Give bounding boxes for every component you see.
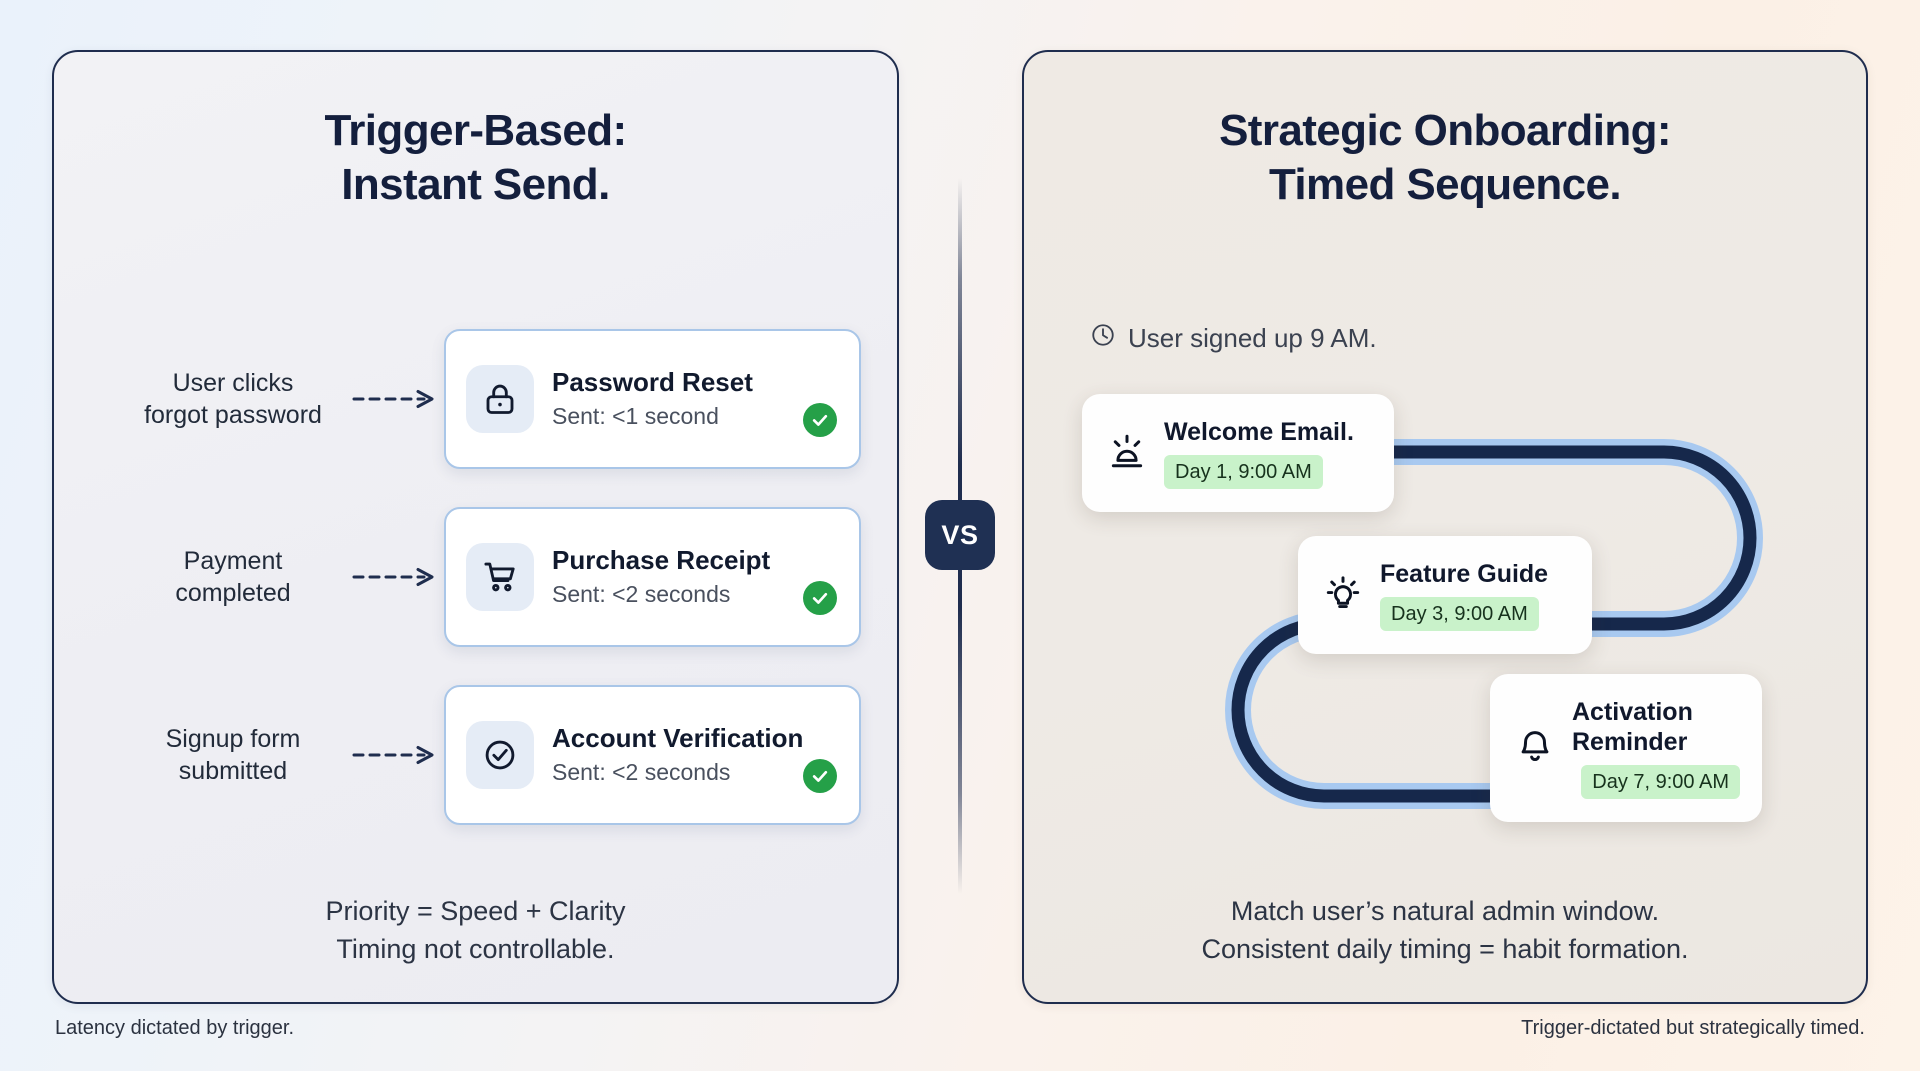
left-summary-line-2: Timing not controllable. [336, 934, 615, 965]
lightbulb-icon [1320, 572, 1366, 618]
event-text-block: Account Verification Sent: <2 seconds [534, 722, 803, 788]
sequence-title: Feature Guide [1380, 560, 1549, 588]
left-title-line-2: Instant Send. [341, 159, 610, 209]
sequence-title-line-2: Reminder [1572, 728, 1688, 756]
schedule-badge: Day 3, 9:00 AM [1380, 597, 1539, 631]
sequence-title-line-1: Activation [1572, 698, 1693, 726]
dashed-arrow-icon [352, 388, 444, 410]
dashed-arrow-icon [352, 744, 444, 766]
sequence-card-body: Activation Reminder Day 7, 9:00 AM [1558, 697, 1740, 799]
check-circle-icon [803, 403, 837, 437]
shopping-cart-icon [466, 543, 534, 611]
left-panel-title: Trigger-Based: Instant Send. [54, 104, 897, 211]
event-title: Account Verification [552, 722, 804, 753]
check-circle-icon [803, 759, 838, 793]
trigger-source-label: User clicks forgot password [114, 367, 352, 432]
event-card[interactable]: Password Reset Sent: <1 second [444, 329, 861, 469]
trigger-based-panel: Trigger-Based: Instant Send. User clicks… [52, 50, 899, 1004]
vs-badge: VS [925, 500, 995, 570]
check-circle-icon [803, 581, 837, 615]
right-summary-line-1: Match user’s natural admin window. [1230, 896, 1660, 926]
right-summary-line-2: Consistent daily timing = habit formatio… [1201, 934, 1689, 965]
trigger-label-line-1: Payment [183, 546, 283, 575]
event-latency: Sent: <1 second [552, 403, 719, 430]
trigger-label-line-2: completed [175, 579, 291, 607]
left-summary-line-1: Priority = Speed + Clarity [325, 896, 626, 926]
event-title: Purchase Receipt [552, 544, 771, 575]
trigger-row: User clicks forgot password [114, 329, 894, 469]
sequence-title: Welcome Email. [1164, 418, 1354, 446]
right-title-line-2: Timed Sequence. [1268, 159, 1622, 209]
event-text-block: Password Reset Sent: <1 second [534, 366, 803, 432]
check-circle-outline-icon [466, 721, 534, 789]
trigger-row: Signup form submitted Account Verificat [114, 685, 894, 825]
trigger-source-label: Signup form submitted [114, 723, 352, 788]
trigger-label-line-2: submitted [178, 757, 288, 785]
event-latency: Sent: <2 seconds [552, 759, 731, 786]
trigger-label-line-2: forgot password [144, 401, 322, 429]
clock-icon [1090, 322, 1116, 355]
right-title-line-1: Strategic Onboarding: [1219, 106, 1671, 155]
trigger-source-label: Payment completed [114, 545, 352, 610]
event-card[interactable]: Account Verification Sent: <2 seconds [444, 685, 862, 825]
trigger-row: Payment completed [114, 507, 894, 647]
left-panel-summary: Priority = Speed + Clarity Timing not co… [54, 892, 897, 969]
left-title-line-1: Trigger-Based: [324, 106, 627, 155]
sequence-card[interactable]: Feature Guide Day 3, 9:00 AM [1298, 536, 1592, 654]
event-latency: Sent: <2 seconds [552, 581, 731, 608]
event-title: Password Reset [552, 366, 753, 397]
right-panel-summary: Match user’s natural admin window. Consi… [1024, 892, 1866, 969]
sequence-card-body: Welcome Email. Day 1, 9:00 AM [1150, 417, 1372, 489]
lock-icon [466, 365, 534, 433]
sequence-card-body: Feature Guide Day 3, 9:00 AM [1366, 559, 1570, 631]
strategic-onboarding-panel: Strategic Onboarding: Timed Sequence. Us… [1022, 50, 1868, 1004]
trigger-label-line-1: User clicks [172, 368, 294, 397]
schedule-badge: Day 1, 9:00 AM [1164, 455, 1323, 489]
dashed-arrow-icon [352, 566, 444, 588]
sequence-card[interactable]: Activation Reminder Day 7, 9:00 AM [1490, 674, 1762, 822]
sequence-title: Activation Reminder [1572, 697, 1740, 757]
event-text-block: Purchase Receipt Sent: <2 seconds [534, 544, 803, 610]
bell-icon [1512, 725, 1558, 771]
right-footer-note: Trigger-dictated but strategically timed… [1521, 1017, 1865, 1039]
right-panel-title: Strategic Onboarding: Timed Sequence. [1024, 104, 1866, 211]
event-card[interactable]: Purchase Receipt Sent: <2 seconds [444, 507, 861, 647]
signup-time-meta: User signed up 9 AM. [1090, 322, 1377, 355]
trigger-label-line-1: Signup form [165, 724, 301, 753]
sequence-card[interactable]: Welcome Email. Day 1, 9:00 AM [1082, 394, 1394, 512]
left-footer-note: Latency dictated by trigger. [55, 1017, 295, 1039]
schedule-badge: Day 7, 9:00 AM [1581, 765, 1740, 799]
signup-time-text: User signed up 9 AM. [1128, 323, 1377, 353]
alert-lamp-icon [1104, 430, 1150, 476]
